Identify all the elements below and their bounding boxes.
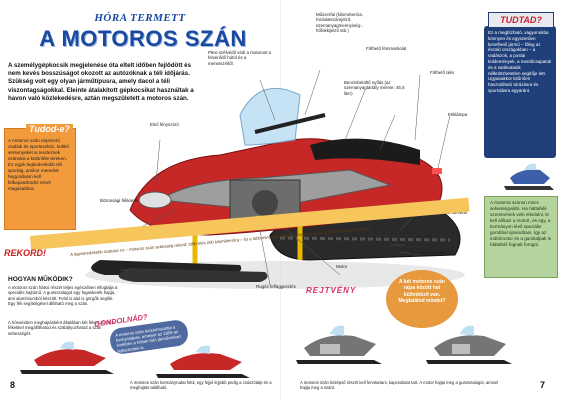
tudod-e-text: A motoros szán népszerű családi és sport… [8, 138, 70, 191]
page-kicker: HÓRA TERMETT [94, 12, 186, 24]
caption-bottom-right: A motoros szán középső részét kell fennt… [300, 380, 499, 391]
tudtad-text: Ez a megbízható, vagyonokba könnyen és e… [488, 30, 552, 93]
snowmobile-icon [504, 163, 554, 190]
page-number-right: 7 [540, 380, 546, 390]
callout-karmok: Karmok [416, 234, 432, 239]
caption-bottom-left: A motoros szán kormányrudat felül, egy f… [130, 380, 272, 391]
callout-muszerfal: Műszerfal (kilométeróra, fordulatszámjel… [316, 12, 364, 34]
how-it-works-text-2: A hóesésben meghajtásként általában két … [8, 320, 115, 336]
snowmobile-side-red-2 [156, 345, 250, 378]
callout-futheto-markolat: Fűthető fémmarkolat [366, 46, 407, 51]
page-title: A MOTOROS SZÁN [39, 26, 247, 51]
intro-paragraph: A személygépkocsik megjelenése óta eltel… [8, 62, 194, 102]
callout-biztonsagi-fekkarok: Biztonsági fékkarok [100, 198, 139, 203]
page-number-left: 8 [10, 380, 16, 390]
puzzle-snowmobile-left [296, 325, 382, 364]
callout-plexi: Plexi szélvédő védi a motorost a felverő… [208, 50, 271, 66]
tudtad-title: TUDTAD? [488, 12, 554, 28]
rekord-title: REKORD! [4, 248, 46, 258]
snowmobile-side-red-1 [20, 341, 114, 374]
snowmobile-illustration [85, 69, 465, 289]
rejtveny-oval-text: A két motoros szán rajza között hat külö… [398, 279, 446, 304]
callout-benzintartaly: Benzinbetöltő nyílás (az üzemanyagtartál… [344, 80, 405, 96]
tudod-e-title: Tudod-e? [26, 124, 73, 134]
callout-elso-fenyszoro: Első fényszóró [150, 122, 179, 127]
callout-motor: Motor [336, 264, 348, 269]
callout-rugos-felfuggesztes: Rugós felfüggesztés [256, 284, 296, 289]
tudtad-box [484, 26, 556, 158]
how-it-works-title: HOGYAN MŰKÖDIK? [8, 276, 73, 283]
how-it-works-text: A motoros szán hátsó részét teljes egész… [8, 285, 118, 307]
callout-feklampa: Féklámpa [448, 112, 468, 117]
info-box-green-text: A motoros szánon nincs sebességváltó. Ha… [490, 200, 552, 247]
callout-specialis-gumitalp: Speciális gumitalp [410, 250, 446, 255]
info-box-green [484, 196, 558, 278]
callout-sitalp: Sítalp [110, 266, 122, 271]
puzzle-snowmobile-right [426, 325, 512, 364]
rejtveny-oval [386, 270, 458, 328]
tudod-e-box [4, 128, 76, 230]
rejtveny-title: REJTVÉNY [306, 286, 357, 295]
callout-futheto-ules: Fűthető ülés [430, 70, 455, 75]
